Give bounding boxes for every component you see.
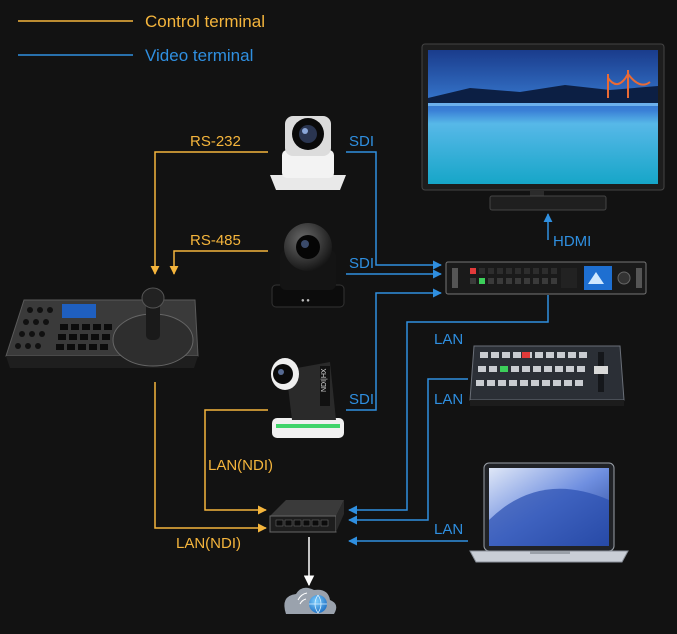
video-switcher-icon — [445, 261, 647, 295]
sdi-1-line — [346, 151, 442, 270]
control-lines — [150, 151, 268, 533]
ptz-camera-1-icon — [270, 116, 346, 190]
rs485-line — [169, 250, 268, 275]
sdi-2-label: SDI — [349, 255, 374, 272]
monitor-icon — [421, 43, 665, 211]
lan-ndi-keyboard-line — [154, 382, 267, 533]
rs232-line — [150, 151, 268, 275]
lan-panel-line — [348, 378, 468, 525]
control-panel-icon — [469, 345, 625, 406]
lan-2-label: LAN — [434, 391, 463, 408]
lan-1-label: LAN — [434, 331, 463, 348]
lan-switcher-line — [348, 295, 549, 515]
video-lines — [346, 151, 553, 546]
legend-video-label: Video terminal — [145, 46, 253, 65]
lan-ndi-2-label: LAN(NDI) — [176, 535, 241, 552]
ndi-camera-icon: NDI|HX — [271, 358, 344, 438]
lan-3-label: LAN — [434, 521, 463, 538]
lan-ndi-1-label: LAN(NDI) — [208, 457, 273, 474]
sdi-1-label: SDI — [349, 133, 374, 150]
network-switch-icon — [269, 500, 344, 533]
laptop-icon — [469, 462, 629, 563]
sdi-3-label: SDI — [349, 391, 374, 408]
lan-ndi-camera-line — [204, 409, 268, 515]
rs232-label: RS-232 — [190, 133, 241, 150]
ndi-camera-brand: NDI|HX — [321, 368, 328, 392]
ptz-camera-2-icon: ● ● — [271, 223, 345, 308]
svg-text:● ●: ● ● — [301, 298, 310, 304]
sdi-3-line — [346, 288, 442, 411]
internet-globe-icon — [284, 587, 337, 614]
legend-control-label: Control terminal — [145, 12, 265, 31]
hdmi-label: HDMI — [553, 233, 591, 250]
rs485-label: RS-485 — [190, 232, 241, 249]
ptz-keyboard-icon — [5, 287, 199, 368]
